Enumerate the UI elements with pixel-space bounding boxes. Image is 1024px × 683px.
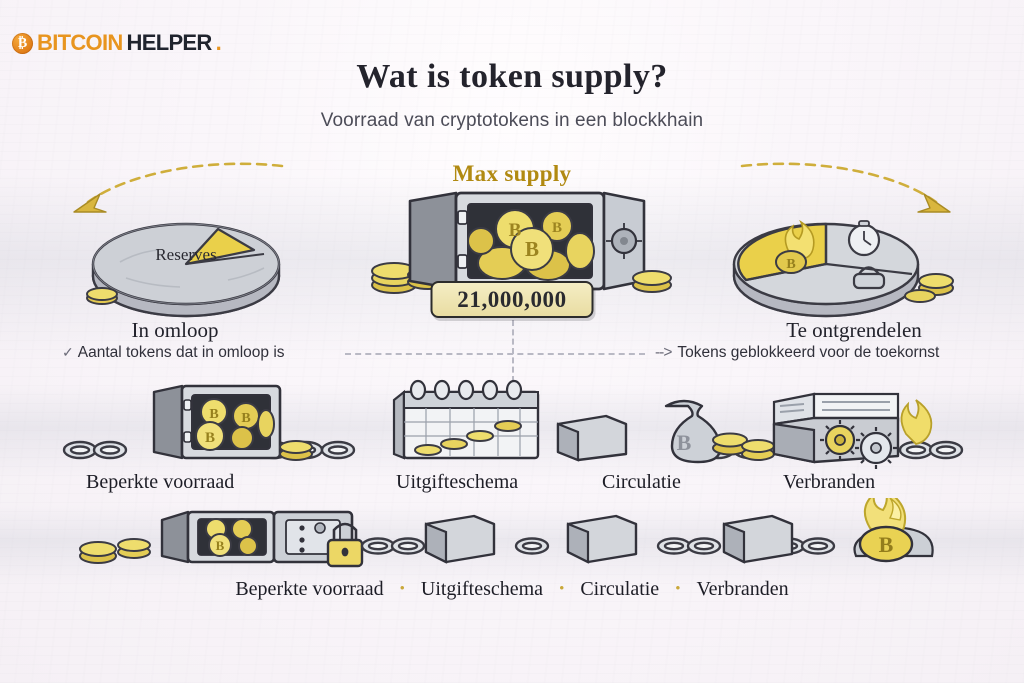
svg-text:B: B [241, 411, 250, 426]
separator-dot-2: • [675, 581, 681, 597]
max-supply-label: Max supply [452, 161, 572, 186]
calendar-coins-icon [392, 379, 540, 460]
annotation-left-text: Aantal tokens dat in omloop is [77, 344, 285, 361]
page-title: Wat is token supply? [356, 58, 668, 95]
svg-text:B: B [509, 220, 522, 241]
svg-text:B: B [786, 257, 795, 272]
caption-in-omloop: In omloop [131, 318, 219, 342]
padlock-icon [852, 266, 886, 290]
pie-chart-te-ontgrendelen: B [732, 219, 954, 318]
annotation-right-text: Tokens geblokkeerd voor de toekornst [677, 344, 940, 361]
middle-label-2: Circulatie [602, 471, 681, 493]
connector-vertical [512, 320, 514, 382]
annotation-right: ‑‑> Tokens geblokkeerd voor de toekornst [655, 344, 939, 362]
svg-text:B: B [216, 538, 225, 553]
svg-text:B: B [677, 430, 692, 455]
caption-te-ontgrendelen: Te ontgrendelen [786, 318, 922, 342]
svg-text:B: B [525, 237, 539, 261]
bottom-label-2: Circulatie [580, 578, 660, 600]
bottom-caption-row: Beperkte voorraad • Uitgifteschema • Cir… [0, 578, 1024, 601]
gear-gold-icon [820, 420, 860, 460]
separator-dot-1: • [559, 581, 565, 597]
money-bag-icon: B [556, 399, 775, 464]
middle-label-0: Beperkte voorraad [86, 471, 235, 493]
arrow-right-icon [740, 162, 951, 213]
arrow-small-icon: ‑‑> [655, 344, 672, 361]
logo-word-secondary: HELPER [126, 30, 213, 55]
annotation-left: ✓Aantal tokens dat in omloop is [62, 344, 285, 362]
bottom-label-0: Beperkte voorraad [235, 578, 384, 600]
logo-trailing-dot: . [215, 30, 222, 55]
flame-icon [900, 399, 933, 445]
flame-icon [784, 219, 815, 260]
max-supply-value-banner: 21,000,000 [430, 281, 594, 318]
svg-text:B: B [205, 430, 215, 446]
arrow-left-icon [73, 162, 284, 213]
burning-bitcoin-icon: B [853, 498, 934, 563]
bottom-label-3: Verbranden [696, 578, 789, 600]
safe-padlock-icon: B [160, 510, 364, 568]
pie-inner-label-reserves: Reserves [155, 245, 216, 264]
middle-label-3: Verbranden [783, 471, 876, 493]
connector-horizontal [345, 353, 645, 355]
logo-word-primary: BITCOIN [37, 30, 123, 55]
svg-text:B: B [552, 220, 562, 236]
middle-label-1: Uitgifteschema [396, 471, 519, 493]
chain-block-icon [424, 514, 794, 564]
pie-chart-in-omloop: Reserves [86, 222, 281, 318]
separator-dot-0: • [399, 581, 405, 597]
gears-box-flame-icon [772, 392, 933, 469]
bottom-row-illustration: B [79, 498, 934, 568]
page-subtitle: Voorraad van cryptotokens in een blockkh… [320, 110, 704, 131]
gear-silver-icon [855, 427, 897, 469]
bitcoin-logo-icon: ₿ [12, 32, 33, 54]
check-icon: ✓ [62, 344, 74, 360]
svg-text:B: B [879, 532, 894, 557]
svg-text:B: B [209, 407, 218, 422]
vault-safe-icon: B B B [371, 191, 672, 294]
bottom-label-1: Uitgifteschema [420, 578, 544, 600]
